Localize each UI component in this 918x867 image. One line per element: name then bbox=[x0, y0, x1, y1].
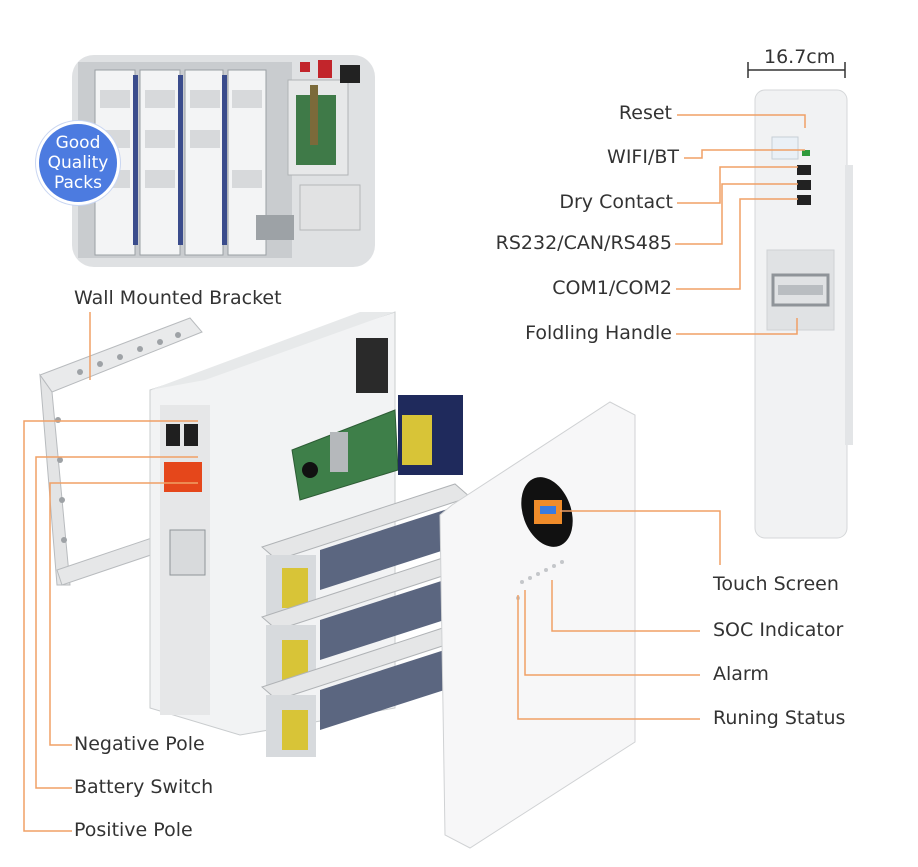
label-reset: Reset bbox=[618, 102, 672, 124]
label-wall-mounted-bracket: Wall Mounted Bracket bbox=[74, 287, 282, 309]
front-cover bbox=[439, 401, 636, 849]
badge-line-2: Quality bbox=[47, 153, 109, 173]
badge-line-3: Packs bbox=[54, 173, 102, 193]
label-wifi-bt: WIFI/BT bbox=[607, 146, 679, 168]
label-com1-com2: COM1/COM2 bbox=[552, 277, 672, 299]
battery-modules bbox=[261, 395, 471, 757]
bms-board bbox=[291, 409, 399, 501]
label-positive-pole: Positive Pole bbox=[74, 819, 193, 841]
label-running-status: Runing Status bbox=[713, 707, 846, 729]
label-battery-switch: Battery Switch bbox=[74, 776, 214, 798]
label-touch-screen: Touch Screen bbox=[713, 573, 839, 595]
leader-lines bbox=[23, 62, 846, 832]
quality-badge: Good Quality Packs bbox=[36, 121, 120, 205]
side-view-unit bbox=[754, 89, 853, 539]
label-alarm: Alarm bbox=[713, 663, 769, 685]
label-negative-pole: Negative Pole bbox=[74, 733, 205, 755]
badge-line-1: Good bbox=[55, 133, 101, 153]
width-dimension: 16.7cm bbox=[764, 46, 836, 68]
label-soc-indicator: SOC Indicator bbox=[713, 619, 844, 641]
label-folding-handle: Foldling Handle bbox=[525, 322, 672, 344]
label-dry-contact: Dry Contact bbox=[559, 191, 673, 213]
label-rs232-can-rs485: RS232/CAN/RS485 bbox=[495, 232, 672, 254]
